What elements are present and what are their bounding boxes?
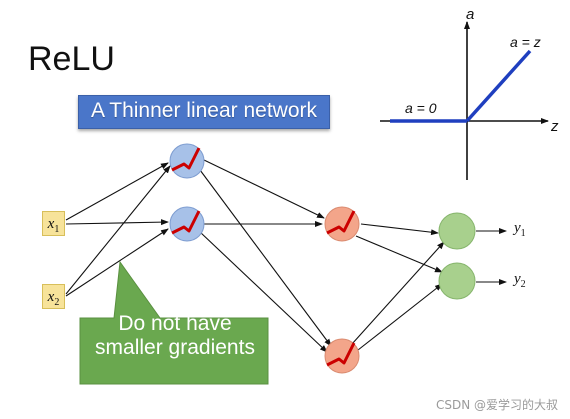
relu-right-label: a = z [510,34,541,50]
slide-title: ReLU [28,40,115,78]
input-x2: x2 [42,284,65,309]
relu-linear-segment [465,49,532,123]
neuron-h1-1 [169,143,205,179]
neuron-h1-2 [169,206,205,242]
neuron-out-2 [438,262,476,300]
neuron-out-1 [438,212,476,250]
thinner-network-text: A Thinner linear network [90,99,318,122]
relu-graph: a z a = z a = 0 [380,6,559,180]
relu-y-axis-label: a [466,6,474,23]
output-y2: y2 [514,271,526,290]
connections-layer-2 [199,159,332,353]
input-x1: x1 [42,211,65,236]
relu-mark-icon [326,342,356,367]
relu-mark-icon [326,210,356,235]
neuron-h2-2 [324,338,360,374]
gradient-callout [79,260,269,385]
gradient-callout-text: Do not have smaller gradients [95,312,255,359]
output-y1: y1 [514,220,526,239]
relu-left-label: a = 0 [405,100,437,116]
connections-layer-3 [351,223,507,351]
watermark: CSDN @爱学习的大叔 [435,398,558,412]
neuron-h2-1 [324,206,360,242]
relu-mark-icon [171,210,201,235]
thinner-network-callout [78,95,330,129]
relu-x-axis-label: z [550,118,559,135]
connections-layer-1 [65,162,171,297]
relu-mark-icon [171,147,201,172]
